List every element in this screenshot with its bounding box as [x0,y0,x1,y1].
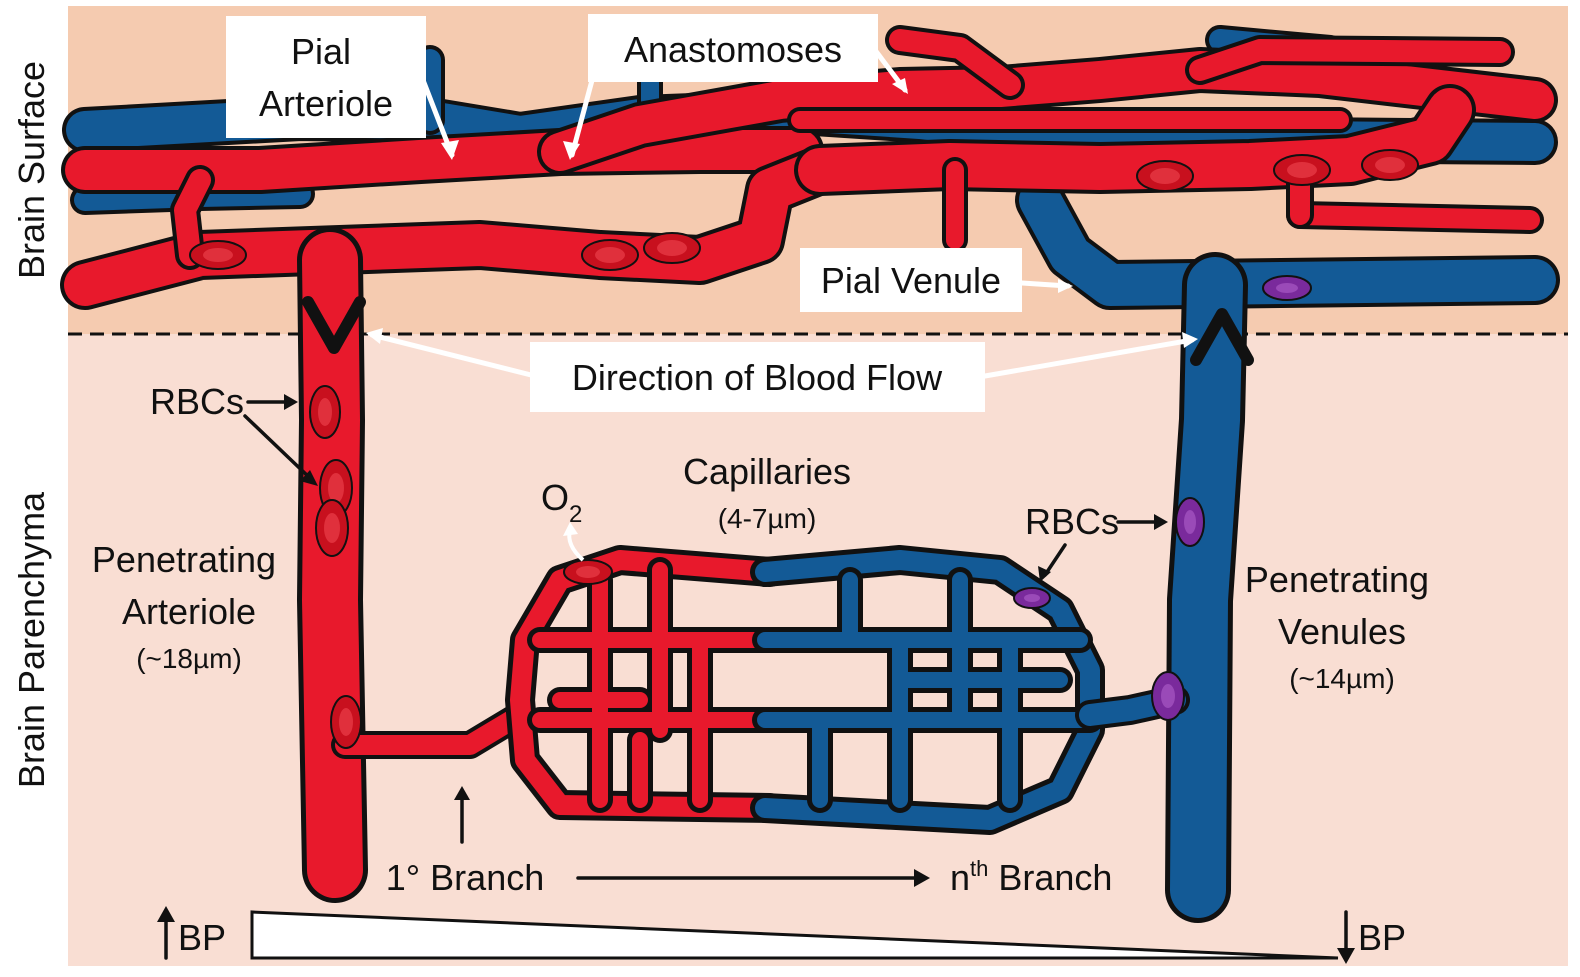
rbc-cell [1137,161,1193,191]
bp-low-label: BP [1358,917,1406,958]
rbc-cell [190,241,246,269]
oxygen-symbol: O [541,477,569,518]
rbcs-left-label: RBCs [150,381,244,422]
nth-branch-word: Branch [988,857,1112,898]
rbc-cell [1362,150,1418,180]
direction-of-blood-flow-label: Direction of Blood Flow [572,357,943,398]
rbc-cell-deoxygenated [1176,498,1204,546]
rbc-cell [644,233,700,263]
nth-branch-n: n [950,857,970,898]
capillary-size-label: (4-7µm) [718,503,817,534]
rbc-cell-deoxygenated [1014,588,1050,608]
pial-venule-label: Pial Venule [821,260,1001,301]
bp-high-label: BP [178,917,226,958]
capillaries-label: Capillaries [683,451,851,492]
anastomoses-label: Anastomoses [624,29,842,70]
rbcs-right-label: RBCs [1025,501,1119,542]
rbc-cell-deoxygenated [1152,672,1184,720]
nth-branch-sup: th [970,856,988,881]
penetrating-arteriole-line2: Arteriole [122,591,256,632]
rbc-cell [1274,155,1330,185]
oxygen-subscript: 2 [569,501,582,528]
rbc-cell [316,500,348,556]
penetrating-venules-size: (~14µm) [1289,663,1395,694]
rbc-cell-deoxygenated [1263,276,1311,300]
rbc-cell [310,386,340,438]
rbc-cell [331,696,361,748]
penetrating-arteriole-line1: Penetrating [92,539,276,580]
penetrating-arteriole-size: (~18µm) [136,643,242,674]
rbc-cell [582,240,638,270]
penetrating-venules-line2: Venules [1278,611,1406,652]
rbc-cell [564,560,612,584]
pial-arteriole-label-line1: Pial [291,31,351,72]
brain-surface-label: Brain Surface [11,61,52,279]
brain-parenchyma-label: Brain Parenchyma [11,491,52,788]
first-branch-label: 1° Branch [386,857,544,898]
pial-arteriole-label-line2: Arteriole [259,83,393,124]
penetrating-venules-line1: Penetrating [1245,559,1429,600]
